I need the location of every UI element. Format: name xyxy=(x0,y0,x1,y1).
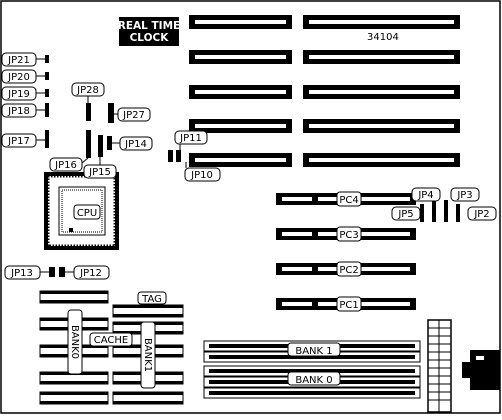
jp16: JP16 xyxy=(49,130,91,172)
jp11: JP11 xyxy=(168,130,208,162)
jp17: JP17 xyxy=(1,130,49,148)
jp19: JP19 xyxy=(1,86,49,101)
jp13-label: JP13 xyxy=(10,268,33,279)
jp28-label: JP28 xyxy=(76,85,99,96)
jp16-label: JP16 xyxy=(54,160,77,171)
jp3: JP3 xyxy=(450,187,480,202)
tag-label: TAG xyxy=(141,294,162,305)
jp15-label: JP15 xyxy=(88,167,111,178)
power-connector xyxy=(427,319,452,413)
jp28: JP28 xyxy=(71,82,105,121)
jp3-label: JP3 xyxy=(456,190,472,201)
jp10-label: JP10 xyxy=(190,170,213,181)
jp5-label: JP5 xyxy=(397,209,413,220)
jp2: JP2 xyxy=(467,206,497,221)
tag-chip: TAG xyxy=(137,291,167,305)
board-id: 34104 xyxy=(367,32,399,43)
jp20: JP20 xyxy=(1,69,49,84)
jp2-label: JP2 xyxy=(473,209,489,220)
jp4: JP4 xyxy=(411,187,441,202)
cache-bank1-label: BANK1 xyxy=(140,321,156,389)
jp21: JP21 xyxy=(1,52,49,67)
keyboard-connector xyxy=(462,350,500,390)
jp11-label: JP11 xyxy=(179,133,202,144)
clock-label-line1: REAL TIME xyxy=(118,20,180,32)
isa-slots-right xyxy=(303,15,460,167)
cache-label: CACHE xyxy=(94,335,128,346)
jp27: JP27 xyxy=(108,103,151,123)
pc4-label: PC4 xyxy=(339,195,358,206)
jp18-label: JP18 xyxy=(7,106,30,117)
cache-bank0-label: BANK0 xyxy=(67,309,83,375)
cache-bank1-text: BANK1 xyxy=(142,338,153,372)
pc1-slot: PC1 xyxy=(276,296,416,312)
pc2-label: PC2 xyxy=(339,265,358,276)
jp13: JP13 xyxy=(4,265,65,280)
jp20-label: JP20 xyxy=(7,72,30,83)
real-time-clock: REAL TIME CLOCK xyxy=(118,17,180,46)
jp15: JP15 xyxy=(83,135,117,179)
jp10: JP10 xyxy=(184,162,221,182)
bank1-label: BANK 1 xyxy=(295,346,332,357)
simm-bank0: BANK 0 xyxy=(203,365,421,399)
clock-label-line2: CLOCK xyxy=(130,32,170,44)
pc1-label: PC1 xyxy=(339,300,358,311)
jp21-label: JP21 xyxy=(7,55,30,66)
simm-bank1: BANK 1 xyxy=(203,340,421,363)
jp5: JP5 xyxy=(391,206,421,221)
jp14: JP14 xyxy=(107,136,153,151)
jp12-label: JP12 xyxy=(79,268,102,279)
pc3-slot: PC3 xyxy=(276,226,416,242)
pc2-slot: PC2 xyxy=(276,261,416,277)
cache-bank0-text: BANK0 xyxy=(69,325,80,359)
jp27-label: JP27 xyxy=(122,110,145,121)
jp4-label: JP4 xyxy=(417,190,433,201)
jp12: JP12 xyxy=(65,265,110,280)
jp19-label: JP19 xyxy=(7,89,30,100)
pc4-slot: PC4 xyxy=(276,191,416,207)
isa-slots-left xyxy=(189,15,292,167)
bank0-label: BANK 0 xyxy=(295,375,332,386)
jp18: JP18 xyxy=(1,103,49,118)
cpu-socket: CPU xyxy=(44,172,119,250)
jp14-label: JP14 xyxy=(124,139,147,150)
cache-label-box: CACHE xyxy=(89,332,133,347)
cpu-label: CPU xyxy=(77,208,97,219)
pc3-label: PC3 xyxy=(339,230,358,241)
jp17-label: JP17 xyxy=(7,136,30,147)
jp-cluster-right xyxy=(420,200,460,222)
